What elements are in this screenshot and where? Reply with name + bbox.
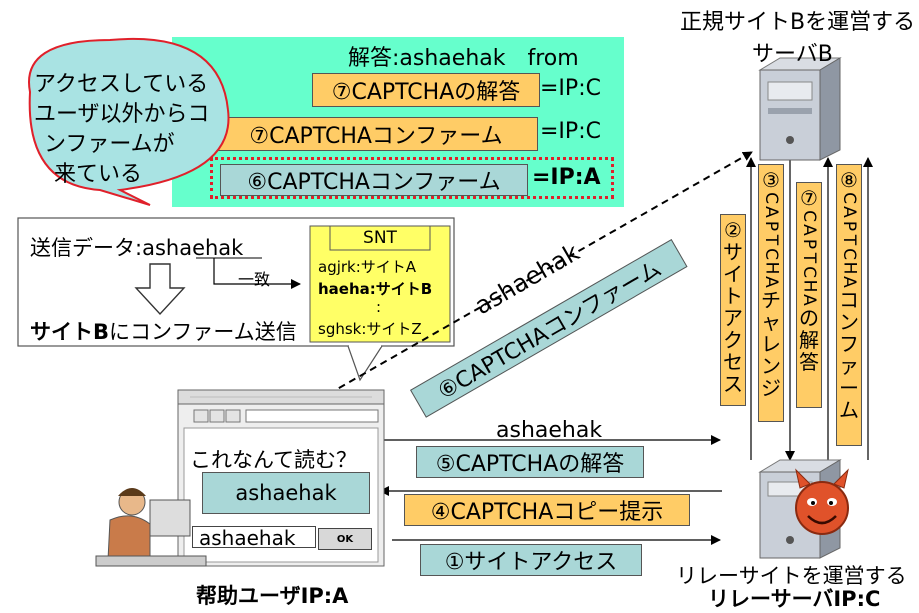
v2-char: ア — [723, 306, 743, 330]
v8-char: H — [838, 261, 859, 275]
v7-char: T — [798, 252, 819, 264]
server-b-label-1: 正規サイトBを運営する — [680, 10, 916, 35]
bubble-text: アクセスしている ユーザ以外からコ ンファームが 来ている — [34, 70, 210, 190]
ok-button[interactable]: OK — [318, 528, 372, 550]
v3-char: レ — [761, 332, 781, 356]
browser-question: これなんて読む？ — [190, 448, 357, 472]
v7-char: 解 — [799, 328, 819, 352]
v3-char: ③ — [762, 168, 780, 192]
v2-char: ク — [723, 328, 743, 352]
v3-char: ジ — [761, 376, 781, 400]
row3-label: ⑥CAPTCHAコンファーム — [220, 164, 528, 196]
bubble-line-1: アクセスしている — [34, 72, 209, 97]
v8-char: ⑧ — [840, 168, 858, 192]
v8-char: コ — [839, 288, 859, 312]
snt-dots: : — [376, 298, 382, 316]
captcha-input[interactable]: ashaehak — [192, 526, 316, 549]
v2-char: ト — [723, 284, 743, 308]
result-text: サイトBにコンファーム送信 — [30, 316, 297, 346]
v8-char: A — [838, 276, 859, 288]
v3-char: ン — [761, 354, 781, 378]
v7-char: H — [798, 279, 819, 293]
v3-char: A — [760, 206, 781, 218]
snt-row-1: agjrk:サイトA — [318, 258, 417, 276]
bubble-line-3: ンファームが — [44, 132, 175, 157]
v8-char: ァ — [839, 354, 859, 378]
v3-char: チ — [761, 288, 781, 312]
v7-char: 答 — [799, 350, 819, 374]
v2-char: サ — [723, 240, 743, 264]
v7-char: ⑦ — [800, 186, 818, 210]
highlight-frame — [210, 157, 614, 199]
v7-char: の — [799, 306, 819, 330]
v3-char: C — [761, 248, 781, 260]
v3-char: C — [761, 192, 781, 204]
v2-char: セ — [723, 350, 743, 374]
server-b-label-2: サーバB — [752, 42, 833, 67]
v8-char: ン — [839, 310, 859, 334]
v3-char: P — [760, 220, 781, 232]
step5-label: ⑤CAPTCHAの解答 — [416, 446, 644, 478]
v8-char: ム — [839, 398, 859, 422]
row2-ip: =IP:C — [540, 119, 601, 144]
user-label: 帮助ユーザIP:A — [196, 584, 349, 608]
v8-char: C — [839, 192, 859, 204]
relay-server-label-1: リレーサイトを運営する — [676, 564, 907, 588]
step1-label: ①サイトアクセス — [420, 544, 642, 576]
send-data-text: 送信データ:ashaehak — [30, 236, 244, 260]
bubble-line-4: 来ている — [54, 162, 143, 187]
v7-char: C — [799, 210, 819, 222]
server-b-icon — [758, 57, 842, 161]
captcha-image: ashaehak — [202, 472, 370, 514]
match-text: 一致 — [238, 270, 271, 289]
v2-char: イ — [723, 262, 743, 286]
v2-char: ス — [723, 372, 743, 396]
step4-label: ④CAPTCHAコピー提示 — [404, 494, 690, 526]
user-person-icon — [95, 488, 207, 567]
row2-label: ⑦CAPTCHAコンファーム — [214, 117, 538, 151]
result-prefix: サイトB — [30, 320, 110, 344]
v8-char: A — [838, 206, 859, 218]
v3-char: T — [760, 234, 781, 246]
v8-char: ー — [839, 376, 859, 400]
hollow-down-arrow — [134, 263, 186, 316]
v7-char: P — [798, 238, 819, 250]
v8-char: C — [839, 248, 859, 260]
answer-line: 解答:ashaehak from — [348, 46, 579, 71]
v3-char: A — [760, 276, 781, 288]
v8-char: T — [838, 234, 859, 246]
v8-char: フ — [839, 332, 859, 356]
snt-row-3: sghsk:サイトZ — [318, 320, 422, 338]
v8-char: P — [838, 220, 859, 232]
devil-face-icon — [795, 468, 849, 535]
row1-label: ⑦CAPTCHAの解答 — [312, 73, 540, 107]
v3-char: H — [760, 261, 781, 275]
snt-header: SNT — [363, 228, 397, 248]
v3-char: ャ — [761, 310, 781, 334]
result-suffix: にコンファーム送信 — [109, 320, 297, 344]
v7-char: A — [798, 224, 819, 236]
row1-ip: =IP:C — [540, 76, 601, 101]
v7-char: A — [798, 294, 819, 306]
bubble-line-2: ユーザ以外からコ — [34, 102, 210, 127]
row3-ip: =IP:A — [532, 165, 601, 190]
bubble-shape — [28, 37, 230, 206]
snt-row-2: haeha:サイトB — [318, 280, 433, 298]
v7-char: C — [799, 266, 819, 278]
relay-server-label-2: リレーサーバIP:C — [708, 587, 881, 611]
v2-char: ② — [724, 218, 742, 242]
step5-word: ashaehak — [496, 418, 603, 443]
